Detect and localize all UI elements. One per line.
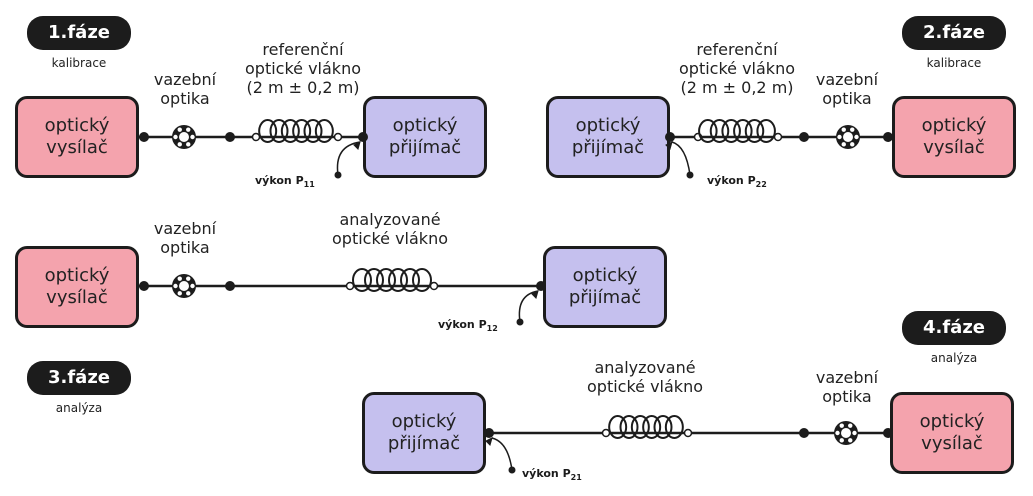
- phase-1-power-arrow: [336, 141, 361, 176]
- phase-4-coupling-icon-hole: [839, 438, 844, 443]
- phase-3-coil-icon: [412, 268, 432, 292]
- phase-4-power-arrow-3-dot: [516, 318, 524, 326]
- phase-4-coupling-icon-center: [841, 428, 851, 438]
- phase-1-power-arrow-head: [353, 141, 361, 150]
- phase-3-connector: [225, 281, 235, 291]
- phase-3-rx-connector: [536, 281, 546, 291]
- phase-4-coil-icon: [653, 415, 673, 439]
- phase-3-connector: [139, 281, 149, 291]
- phase-1-coupling-icon-hole: [177, 127, 182, 132]
- phase-4-rx-connector: [484, 428, 494, 438]
- phase-4-coupling-icon-hole: [852, 430, 857, 436]
- phase-3-coil-icon: [364, 268, 384, 292]
- phase-1-coupling-icon-hole: [177, 142, 182, 147]
- phase-4-coupling-icon-hole: [835, 430, 840, 436]
- phase-1-coil-icon: [314, 119, 334, 143]
- phase-1-coupling-icon-hole: [190, 134, 195, 140]
- phase-4-power-arrow-dot: [508, 466, 516, 474]
- phase-3-coupling-icon-hole: [177, 291, 182, 296]
- phase-3-coupling-icon-hole: [190, 283, 195, 289]
- phase-2-coupling-icon-hole: [850, 127, 855, 132]
- phase-4-power-arrow-head: [485, 437, 493, 446]
- phase-1-coupling-icon-hole: [186, 127, 191, 132]
- phase-1-coil-icon: [269, 119, 289, 143]
- phase-1-coil-icon: [280, 119, 300, 143]
- phase-3-coil-icon: [388, 268, 408, 292]
- phase-4-coil-icon: [608, 415, 628, 439]
- phase-2-coupling-icon-center: [843, 132, 853, 142]
- phase-2-power-arrow-head: [665, 141, 673, 150]
- phase-4-power-arrow-3: [518, 290, 539, 323]
- phase-4-connector: [883, 428, 893, 438]
- phase-1-power-arrow-dot: [334, 171, 342, 179]
- phase-2-connector: [883, 132, 893, 142]
- phase-2-coil-icon: [756, 119, 776, 143]
- phase-1-coil-icon: [303, 119, 323, 143]
- phase-4-fiber-end: [683, 428, 693, 438]
- phase-4-coupling-icon-hole: [839, 423, 844, 428]
- phase-4-coil-icon: [630, 415, 650, 439]
- phase-3-coil-icon: [400, 268, 420, 292]
- phase-3-coil-icon: [352, 268, 372, 292]
- phase-1-coupling-icon-center: [179, 132, 189, 142]
- phase-3-coil-icon: [376, 268, 396, 292]
- phase-1-fiber-end: [333, 132, 343, 142]
- phase-3-fiber-end: [429, 281, 439, 291]
- phase-4-power-arrow-3-head: [531, 290, 539, 299]
- phase-4-coupling-icon-hole: [848, 423, 853, 428]
- phase-2-coupling-icon-hole: [841, 142, 846, 147]
- phase-1-coil-icon: [258, 119, 278, 143]
- phase-2-coupling-icon-hole: [837, 134, 842, 140]
- phase-2-connector: [799, 132, 809, 142]
- phase-2-coupling-icon-hole: [850, 142, 855, 147]
- phase-4-coil-icon: [642, 415, 662, 439]
- phase-4-connector: [799, 428, 809, 438]
- phase-3-coupling-icon-hole: [173, 283, 178, 289]
- phase-1-connector: [139, 132, 149, 142]
- phase-2-coupling-icon-hole: [854, 134, 859, 140]
- phase-2-coil-icon: [721, 119, 741, 143]
- phase-1-rx-connector: [358, 132, 368, 142]
- phase-3-coupling-icon-hole: [177, 276, 182, 281]
- phase-4-coupling-icon-hole: [848, 438, 853, 443]
- phase-1-coupling-icon-hole: [186, 142, 191, 147]
- phase-3-coupling-icon-hole: [186, 291, 191, 296]
- phase-2-fiber-end: [773, 132, 783, 142]
- phase-1-coil-icon: [292, 119, 312, 143]
- phase-4-fiber-end: [601, 428, 611, 438]
- phase-3-coupling-icon-hole: [186, 276, 191, 281]
- phase-2-coupling-icon-hole: [841, 127, 846, 132]
- phase-2-coil-icon: [709, 119, 730, 143]
- phase-4-power-arrow: [491, 437, 513, 471]
- phase-2-coil-icon: [733, 119, 753, 143]
- phase-1-connector: [225, 132, 235, 142]
- phase-2-coil-icon: [698, 119, 718, 143]
- phase-3-coupling-icon-center: [179, 281, 189, 291]
- phase-1-coupling-icon-hole: [173, 134, 178, 140]
- phase-2-rx-connector: [665, 132, 675, 142]
- phase-2-power-arrow-dot: [686, 171, 694, 179]
- phase-4-coil-icon: [664, 415, 684, 439]
- phase-2-coil-icon: [744, 119, 765, 143]
- phase-2-power-arrow: [671, 141, 691, 176]
- phase-4-coil-icon: [619, 415, 639, 439]
- phase-1-fiber-end: [251, 132, 261, 142]
